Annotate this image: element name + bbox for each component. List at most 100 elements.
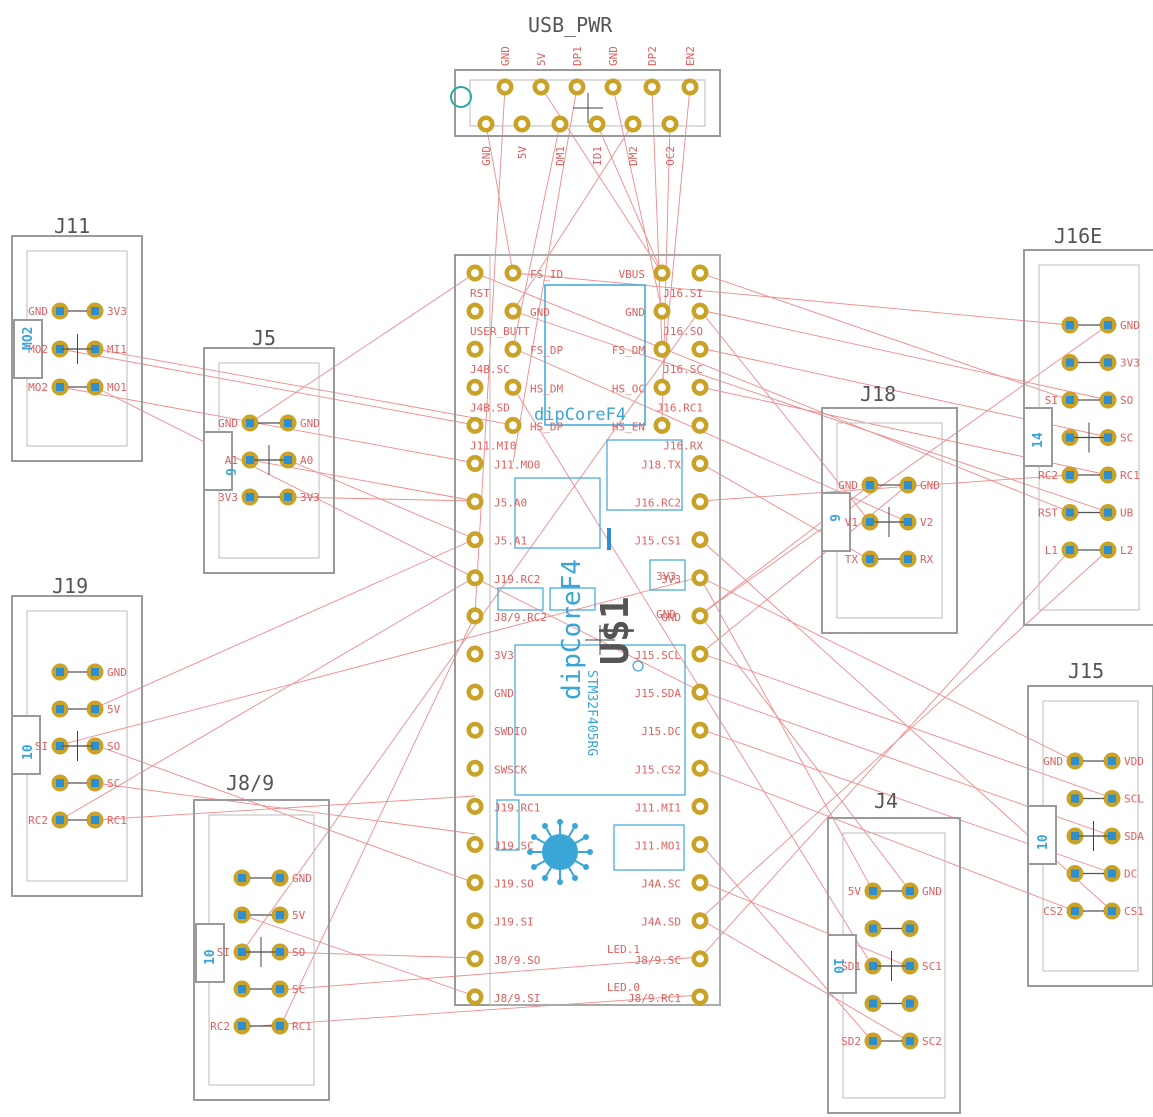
j16e-pad-b1-core (1104, 358, 1112, 367)
module-left-label-18: J8/9.SO (494, 954, 540, 967)
j5-pad-b0-core (284, 419, 292, 427)
j16e-right-label-4: RC1 (1120, 469, 1140, 482)
silk-block-c (649, 559, 686, 591)
ratsnest-line-17 (279, 614, 476, 1028)
j16e-key-notch (1023, 407, 1053, 467)
module-left-pad-12-hole (471, 726, 479, 735)
j15-key-notch (1027, 805, 1057, 865)
j11-pad-a1-core (56, 345, 64, 353)
j15-pad-a4-core (1071, 907, 1079, 915)
usb-bottom-label-0: GND (480, 146, 493, 166)
ratsnest-line-52 (596, 123, 663, 274)
j5-right-label-1: A0 (300, 454, 313, 467)
module-left-pad-7-hole (471, 535, 479, 544)
j8-9-right-label-3: SC (292, 983, 305, 996)
logo-ray-end-150 (531, 864, 538, 870)
logo-ray-end-90 (557, 879, 563, 885)
j4-pad-b1-core (906, 924, 914, 933)
module-left-pad-2-hole (471, 345, 479, 354)
j19-pad-a4-core (56, 816, 64, 824)
module-usb-left-pad-4-hole (509, 421, 517, 430)
j11-right-label-0: 3V3 (107, 305, 127, 318)
usb-bottom-pad-2-hole (556, 120, 564, 128)
j19-left-label-0: SI (35, 740, 48, 753)
led0-label: LED.0 (607, 981, 640, 994)
j16e-pad-b4-core (1104, 471, 1112, 479)
j8-9-outline (193, 799, 330, 1101)
ratsnest-line-32 (699, 549, 1071, 959)
module-right-label-12: J15.DC (641, 725, 681, 738)
module-left-label-8: J19.RC2 (494, 573, 540, 586)
module-right-pad-18-hole (696, 954, 704, 963)
logo-ray-end-240 (542, 823, 548, 830)
j16e-pad-b2-core (1104, 396, 1112, 404)
usb-top-pad-2-hole (573, 83, 581, 91)
j16e-left-label-3: L1 (1045, 544, 1058, 557)
module-name-side: dipCoreF4 (557, 559, 587, 700)
module-usb-left-label-0: FS_ID (530, 268, 563, 281)
usb-bottom-pad-3-hole (593, 120, 601, 128)
module-right-label-16: J4A.SC (641, 878, 681, 891)
silk-block-d (497, 587, 544, 611)
led1-label: LED.1 (607, 943, 640, 956)
module-right-label-13: J15.CS2 (635, 763, 681, 776)
j8-9-pad-a3-core (238, 985, 246, 993)
module-name-top: dipCoreF4 (534, 405, 626, 425)
j19-badge: 10 (21, 744, 36, 760)
j18-pad-b2-core (904, 555, 912, 563)
module-usb-left-pad-2-hole (509, 345, 517, 354)
module-left-pad-0-hole (471, 269, 479, 277)
j16e-left-label-0: SI (1045, 394, 1058, 407)
logo-icon (542, 834, 578, 870)
module-left-label-0: RST (470, 287, 490, 300)
j5-left-label-2: 3V3 (218, 491, 238, 504)
module-right-pad-2-hole (696, 345, 704, 354)
j4-pad-a2-core (869, 962, 877, 970)
j8-9-left-label-0: SI (217, 946, 230, 959)
j11-pad-a2-core (56, 383, 64, 391)
ratsnest-line-6 (249, 272, 476, 424)
j18-right-label-2: RX (920, 553, 934, 566)
j19-right-label-4: RC1 (107, 814, 127, 827)
usb-top-pad-4-hole (648, 83, 656, 91)
j18-left-label-1: V1 (845, 516, 858, 529)
j19-pad-b2-core (91, 742, 99, 750)
j11-badge: MO2 (21, 327, 36, 350)
module-right-label-4: J16.RX (663, 439, 703, 452)
module-right-label-19: J8/9.RC1 (628, 992, 681, 1005)
j8-9-right-label-2: SO (292, 946, 305, 959)
j15-pad-a2-core (1071, 832, 1079, 840)
j16e-right-label-3: SC (1120, 432, 1133, 445)
j8-9-pad-a0-core (238, 874, 246, 882)
j8-9-badge: 10 (203, 949, 218, 965)
j16e-pad-a2-core (1066, 396, 1074, 404)
j11-right-label-2: MO1 (107, 381, 127, 394)
module-left-label-6: J5.A0 (494, 497, 527, 510)
module-left-label-4: J11.MI0 (470, 439, 516, 452)
j16e-badge: 14 (1031, 432, 1046, 448)
module-usb-right-pad-1-hole (658, 307, 666, 316)
j18-pad-a0-core (866, 481, 874, 489)
module-left-label-16: J19.SO (494, 878, 534, 891)
chip-label: STM32F405RG (584, 670, 599, 756)
usb-bottom-label-2: DM1 (554, 146, 567, 166)
j15-origin-cross (1078, 821, 1109, 851)
j8-9-title: J8/9 (226, 771, 274, 795)
j4-right-label-0: GND (922, 885, 942, 898)
j11-pad-a0-core (56, 307, 64, 315)
j4-pad-a4-core (869, 1037, 877, 1045)
ratsnest-line-35 (512, 272, 1071, 326)
module-right-pad-0-hole (696, 269, 704, 277)
module-right-pad-5-hole (696, 459, 704, 468)
ratsnest-line-13 (94, 538, 476, 709)
j8-9-right-label-4: RC1 (292, 1020, 312, 1033)
silk-block-e (549, 587, 596, 611)
j8-9-pad-b2-core (276, 948, 284, 956)
module-right-label-6: J16.RC2 (635, 497, 681, 510)
module-usb-left-label-3: HS_DM (530, 382, 563, 395)
usb-bottom-pad-0-hole (482, 120, 490, 128)
module-right-label-5: J18.TX (641, 459, 681, 472)
j4-right-label-1: SC1 (922, 960, 942, 973)
module-usb-left-pad-3-hole (509, 383, 517, 392)
module-left-pad-11-hole (471, 688, 479, 697)
